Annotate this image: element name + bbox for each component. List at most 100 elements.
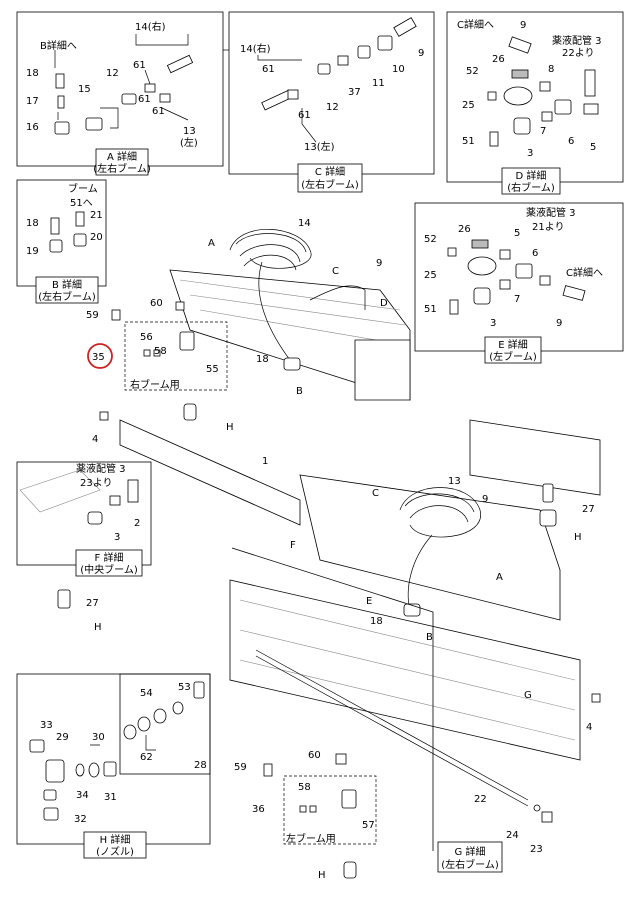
svg-text:61: 61 — [298, 110, 311, 121]
part-hose-a — [166, 54, 194, 74]
right-boom-group: 60 59 56 58 55 右ブーム用 35 — [86, 298, 228, 421]
part-17-a — [57, 95, 65, 109]
svg-text:15: 15 — [78, 84, 91, 95]
svg-text:E: E — [366, 596, 372, 607]
svg-text:6: 6 — [532, 248, 538, 259]
svg-text:19: 19 — [26, 246, 39, 257]
svg-text:59: 59 — [86, 310, 99, 321]
svg-text:G: G — [524, 690, 532, 701]
svg-text:7: 7 — [514, 294, 520, 305]
detail-g-subtitle: (左右ブーム) — [441, 858, 499, 871]
svg-text:20: 20 — [90, 232, 103, 243]
svg-text:3: 3 — [490, 318, 496, 329]
svg-text:4: 4 — [586, 722, 592, 733]
svg-text:21: 21 — [90, 210, 103, 221]
svg-text:ブーム: ブーム — [68, 182, 98, 195]
svg-text:32: 32 — [74, 814, 87, 825]
svg-text:58: 58 — [298, 782, 311, 793]
lower-boom-assembly: 13 9 C A E 18 B 27 H G 4 — [229, 419, 601, 761]
upper-boom-assembly: 14 9 A C D 18 B H — [169, 218, 411, 433]
svg-text:14(右): 14(右) — [240, 42, 271, 55]
detail-f-title: F 詳細 — [95, 551, 124, 564]
svg-text:51: 51 — [462, 136, 475, 147]
svg-text:51: 51 — [424, 304, 437, 315]
part-61b-a — [159, 93, 171, 103]
svg-text:14: 14 — [298, 218, 311, 229]
svg-text:54: 54 — [140, 688, 153, 699]
svg-text:H: H — [226, 422, 234, 433]
svg-text:9: 9 — [376, 258, 382, 269]
left-boom-group: 60 59 36 58 57 左ブーム用 H — [234, 750, 377, 881]
label-14-right-a: 14(右) — [135, 20, 166, 33]
svg-text:11: 11 — [372, 78, 385, 89]
svg-text:1: 1 — [262, 456, 268, 467]
svg-text:12: 12 — [326, 102, 339, 113]
detail-d-title: D 詳細 — [516, 169, 547, 182]
svg-text:61: 61 — [262, 64, 275, 75]
detail-e-title: E 詳細 — [498, 338, 528, 351]
svg-text:9: 9 — [418, 48, 424, 59]
svg-text:C詳細へ: C詳細へ — [457, 18, 494, 31]
svg-text:薬液配管 3: 薬液配管 3 — [552, 34, 602, 47]
svg-text:薬液配管 3: 薬液配管 3 — [526, 206, 576, 219]
svg-text:C: C — [372, 488, 379, 499]
detail-f-subtitle: (中央ブーム) — [80, 563, 138, 576]
part-16-a — [54, 121, 70, 135]
svg-text:18: 18 — [26, 218, 39, 229]
svg-text:13(左): 13(左) — [304, 140, 335, 153]
svg-text:25: 25 — [424, 270, 437, 281]
svg-text:30: 30 — [92, 732, 105, 743]
svg-text:3: 3 — [114, 532, 120, 543]
detail-e-subtitle: (左ブーム) — [489, 350, 537, 363]
detail-e-panel: E 詳細 (左ブーム) 26 薬液配管 3 21より 52 5 6 25 C詳細… — [414, 202, 624, 364]
svg-text:10: 10 — [392, 64, 405, 75]
svg-text:37: 37 — [348, 87, 361, 98]
detail-g-panel: G 詳細 (左右ブーム) 22 24 23 — [231, 547, 553, 873]
central-boom: 4 1 F — [92, 411, 301, 551]
part-18-a — [55, 73, 65, 89]
svg-text:22より: 22より — [562, 47, 595, 59]
part-12-a — [121, 93, 137, 105]
detail-a-title: A 詳細 — [107, 150, 137, 163]
svg-text:60: 60 — [308, 750, 321, 761]
svg-text:A: A — [496, 572, 503, 583]
svg-text:27: 27 — [582, 504, 595, 515]
svg-text:4: 4 — [92, 434, 98, 445]
svg-text:F: F — [290, 540, 296, 551]
svg-text:18: 18 — [370, 616, 383, 627]
svg-text:58: 58 — [154, 346, 167, 357]
detail-c-title: C 詳細 — [315, 165, 345, 178]
svg-text:13: 13 — [183, 126, 196, 137]
svg-text:B: B — [426, 632, 433, 643]
detail-a-panel: A 詳細 (左右ブーム) 14(右) B詳細へ 18 17 16 15 12 6… — [16, 11, 229, 176]
svg-text:57: 57 — [362, 820, 375, 831]
svg-text:A: A — [208, 238, 215, 249]
svg-text:17: 17 — [26, 96, 39, 107]
svg-text:26: 26 — [458, 224, 471, 235]
svg-text:H: H — [318, 870, 326, 881]
svg-text:24: 24 — [506, 830, 519, 841]
left-boom-label: 左ブーム用 — [286, 832, 336, 845]
svg-text:60: 60 — [150, 298, 163, 309]
svg-text:27: 27 — [86, 598, 99, 609]
svg-text:5: 5 — [590, 142, 596, 153]
svg-text:61: 61 — [138, 94, 151, 105]
svg-text:31: 31 — [104, 792, 117, 803]
svg-text:8: 8 — [548, 64, 554, 75]
svg-text:5: 5 — [514, 228, 520, 239]
svg-text:H: H — [574, 532, 582, 543]
svg-text:16: 16 — [26, 122, 39, 133]
svg-text:28: 28 — [194, 760, 207, 771]
svg-text:H: H — [94, 622, 102, 633]
svg-text:D: D — [380, 298, 388, 309]
highlight-35-circle — [87, 343, 113, 369]
svg-text:(左): (左) — [180, 136, 198, 149]
svg-text:18: 18 — [256, 354, 269, 365]
detail-b-panel: B 詳細 (左右ブーム) ブーム 51へ 21 18 20 19 — [16, 179, 107, 304]
svg-text:26: 26 — [492, 54, 505, 65]
detail-c-panel: C 詳細 (左右ブーム) 14(右) 61 61 12 37 11 10 9 1… — [228, 11, 435, 193]
detail-d-panel: D 詳細 (右ブーム) C詳細へ 9 薬液配管 3 22より 52 26 8 2… — [446, 11, 624, 195]
svg-text:23: 23 — [530, 844, 543, 855]
svg-text:59: 59 — [234, 762, 247, 773]
